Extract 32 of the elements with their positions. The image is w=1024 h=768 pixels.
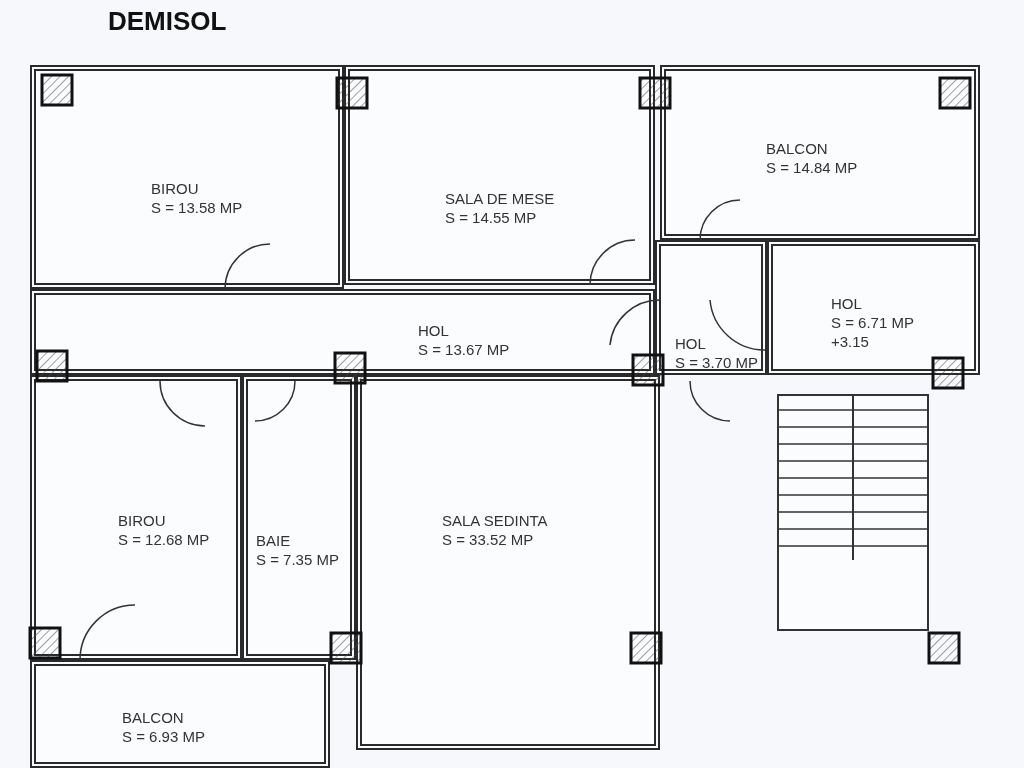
room-outline — [30, 65, 344, 289]
room-area-text: S = 12.68 MP — [118, 530, 210, 549]
room-outline — [344, 65, 655, 285]
plan-title: DEMISOL — [108, 6, 227, 37]
room-outline — [655, 240, 767, 375]
room-outline — [660, 65, 980, 240]
room-name: BAIE — [256, 531, 291, 550]
room-outline — [767, 240, 980, 375]
room-name: BIROU — [118, 511, 166, 530]
room-outline — [242, 375, 356, 660]
room-area-text: S = 6.71 MP — [831, 313, 914, 332]
room-area-text: S = 13.58 MP — [151, 198, 243, 217]
room-area-text: S = 3.70 MP — [675, 353, 758, 372]
room-area-text: S = 14.84 MP — [766, 158, 858, 177]
room-name: BALCON — [122, 708, 184, 727]
room-outline — [30, 375, 242, 660]
room-outline — [30, 660, 330, 768]
room-name: SALA DE MESE — [445, 189, 555, 208]
room-area-text: S = 33.52 MP — [442, 530, 534, 549]
room-outline — [356, 375, 660, 750]
room-area-text: S = 6.93 MP — [122, 727, 205, 746]
room-area-text: S = 14.55 MP — [445, 208, 537, 227]
room-outline — [30, 289, 655, 375]
room-name: HOL — [831, 294, 862, 313]
room-name: BIROU — [151, 179, 199, 198]
room-name: BALCON — [766, 139, 828, 158]
room-name: SALA SEDINTA — [442, 511, 548, 530]
room-level-text: +3.15 — [831, 332, 869, 351]
room-area-text: S = 13.67 MP — [418, 340, 510, 359]
room-name: HOL — [418, 321, 449, 340]
room-name: HOL — [675, 334, 706, 353]
room-area-text: S = 7.35 MP — [256, 550, 339, 569]
